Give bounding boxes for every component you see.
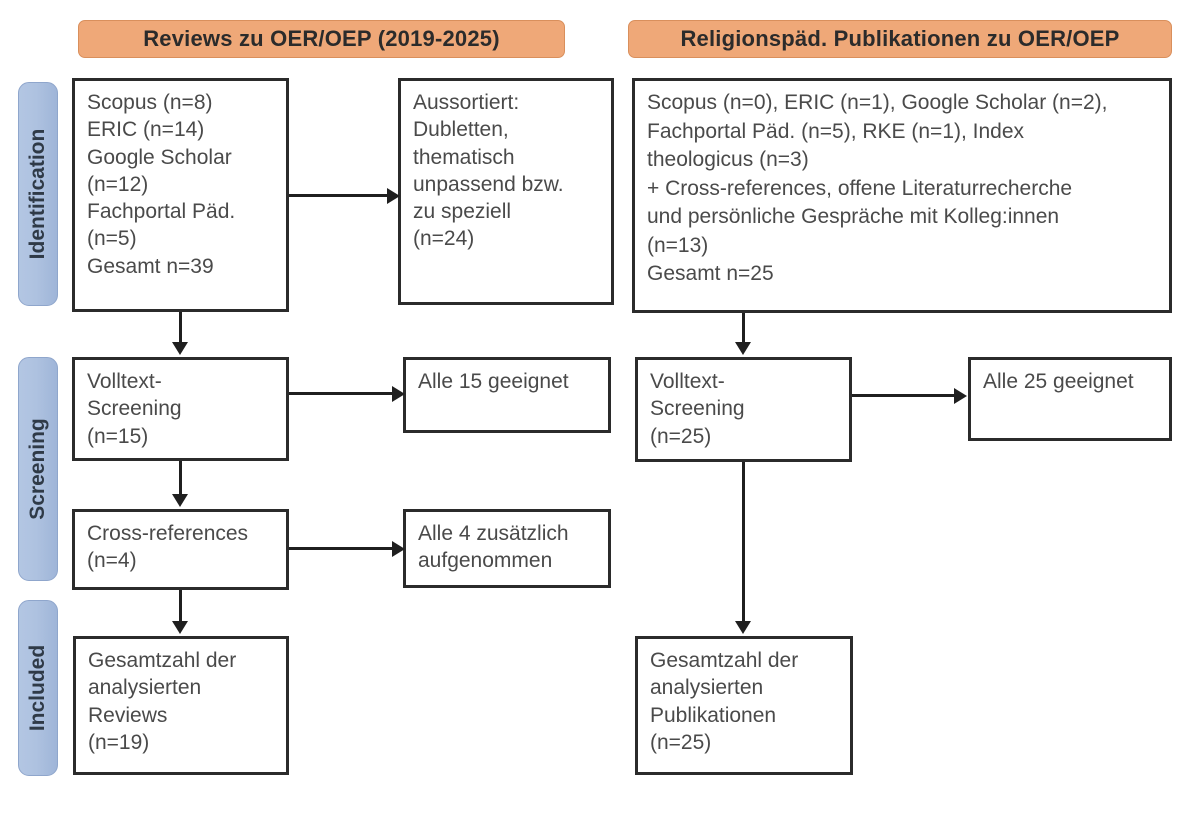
arrowhead-right-screening-to-included xyxy=(735,621,751,634)
box-left-crossreferences: Cross-references (n=4) xyxy=(72,509,289,590)
connector-left-screening-to-crossrefs xyxy=(179,461,182,496)
connector-right-sources-to-screening xyxy=(742,313,745,344)
stage-bar-identification: Identification xyxy=(18,82,58,306)
box-right-identification-sources: Scopus (n=0), ERIC (n=1), Google Scholar… xyxy=(632,78,1172,313)
box-right-fulltext-screening: Volltext- Screening (n=25) xyxy=(635,357,852,462)
box-left-crossreferences-result: Alle 4 zusätzlich aufgenommen xyxy=(403,509,611,588)
stage-label-identification: Identification xyxy=(26,128,49,260)
column-header-right: Religionspäd. Publikationen zu OER/OEP xyxy=(628,20,1172,58)
box-right-screening-result: Alle 25 geeignet xyxy=(968,357,1172,441)
stage-label-included: Included xyxy=(26,644,49,732)
box-left-fulltext-screening: Volltext- Screening (n=15) xyxy=(72,357,289,461)
connector-left-crossrefs-to-included xyxy=(179,590,182,623)
connector-left-sources-to-excluded xyxy=(289,194,389,197)
arrowhead-right-screening-to-result xyxy=(954,388,967,404)
box-left-identification-sources: Scopus (n=8) ERIC (n=14) Google Scholar … xyxy=(72,78,289,312)
stage-bar-included: Included xyxy=(18,600,58,776)
connector-left-sources-to-screening xyxy=(179,312,182,344)
stage-bar-screening: Screening xyxy=(18,357,58,581)
arrowhead-left-crossrefs-to-result xyxy=(392,541,405,557)
box-left-included: Gesamtzahl der analysierten Reviews (n=1… xyxy=(73,636,289,775)
column-header-left: Reviews zu OER/OEP (2019-2025) xyxy=(78,20,565,58)
arrowhead-left-crossrefs-to-included xyxy=(172,621,188,634)
box-right-included: Gesamtzahl der analysierten Publikatione… xyxy=(635,636,853,775)
box-left-excluded: Aussortiert: Dubletten, thematisch unpas… xyxy=(398,78,614,305)
arrowhead-left-screening-to-result xyxy=(392,386,405,402)
box-left-screening-result: Alle 15 geeignet xyxy=(403,357,611,433)
arrowhead-left-sources-to-screening xyxy=(172,342,188,355)
arrowhead-right-sources-to-screening xyxy=(735,342,751,355)
connector-right-screening-to-result xyxy=(852,394,956,397)
connector-right-screening-to-included xyxy=(742,462,745,622)
connector-left-screening-to-result xyxy=(289,392,394,395)
arrowhead-left-screening-to-crossrefs xyxy=(172,494,188,507)
connector-left-crossrefs-to-result xyxy=(289,547,394,550)
arrowhead-left-sources-to-excluded xyxy=(387,188,400,204)
stage-label-screening: Screening xyxy=(26,418,49,520)
